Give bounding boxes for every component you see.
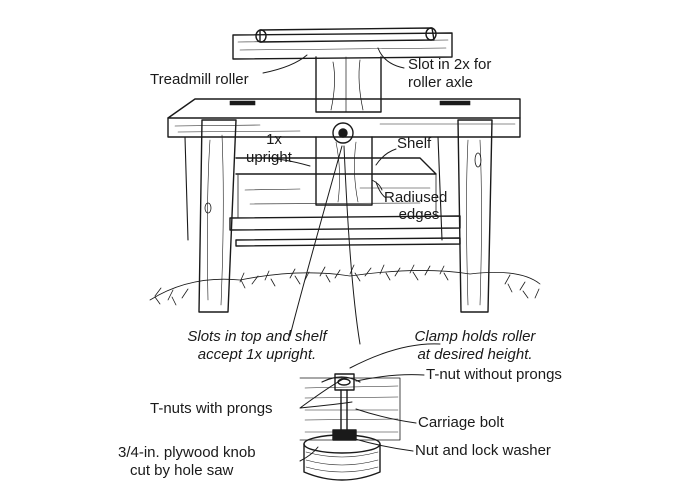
label-tnuts-with-prongs: T-nuts with prongs — [150, 400, 273, 417]
label-slot-line2: roller axle — [408, 74, 474, 91]
plywood-knob — [303, 434, 381, 481]
label-slot-line1: Slot in 2x for — [408, 56, 492, 73]
clamp-detail — [299, 373, 401, 441]
label-nut-and-lock-washer: Nut and lock washer — [415, 442, 551, 459]
label-tnut-without-prongs: T-nut without prongs — [426, 366, 562, 383]
ground-hatching — [149, 264, 541, 306]
upright-lower — [315, 136, 383, 206]
bench-top — [167, 98, 521, 138]
label-clamp-line1: Clamp holds roller — [414, 328, 536, 345]
label-clamp-line2: at desired height. — [417, 346, 533, 363]
clamp-knob-front — [332, 122, 354, 144]
label-upright-line1: 1x — [266, 131, 282, 148]
label-treadmill-roller: Treadmill roller — [150, 71, 249, 88]
label-slots-line2: accept 1x upright. — [197, 346, 317, 363]
left-leg — [198, 119, 237, 313]
label-upright-line2: upright — [246, 149, 292, 166]
back-legs — [184, 136, 443, 241]
label-shelf: Shelf — [397, 135, 432, 152]
upright-post-top — [315, 56, 382, 113]
label-radiused-line2: edges — [398, 206, 440, 223]
treadmill-roller — [232, 27, 453, 60]
label-slots-line1: Slots in top and shelf — [187, 328, 327, 345]
label-carriage-bolt: Carriage bolt — [418, 414, 504, 431]
label-knob-line2: cut by hole saw — [130, 462, 234, 479]
shelf — [229, 157, 461, 247]
right-leg — [457, 119, 493, 313]
label-radiused-line1: Radiused — [384, 189, 448, 206]
leader-lines — [261, 47, 441, 462]
label-knob-line1: 3/4-in. plywood knob — [118, 444, 256, 461]
